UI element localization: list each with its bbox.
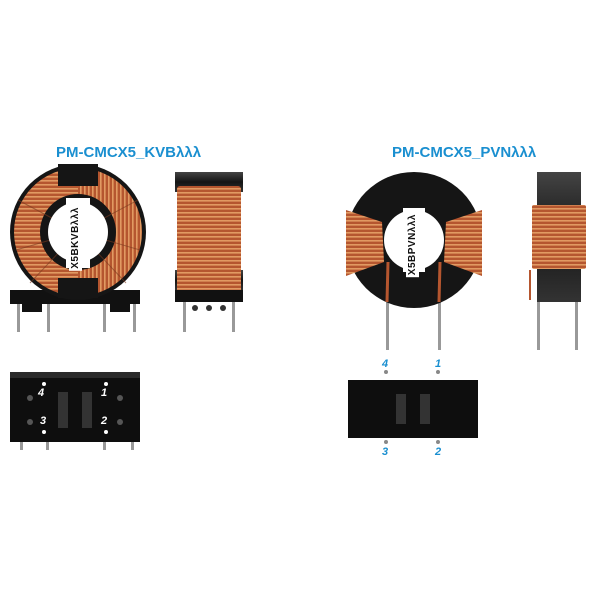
pvn-pin-1: 1 <box>435 358 442 370</box>
kvb-pin-1: 1 <box>101 387 108 399</box>
core-label-pvn: X5BPVNλλλ <box>406 212 419 278</box>
kvb-pin-3: 3 <box>40 415 47 427</box>
product-title-pvn: PM-CMCX5_PVNλλλ <box>392 144 537 161</box>
kvb-pin-2: 2 <box>101 415 108 427</box>
kvb-side-view <box>175 172 243 332</box>
pvn-pin-3: 3 <box>382 446 389 458</box>
core-label-kvb: X5BKVBλλλ <box>69 205 82 271</box>
product-title-kvb: PM-CMCX5_KVBλλλ <box>56 144 202 161</box>
kvb-bottom-view <box>10 372 140 450</box>
pvn-pin-4: 4 <box>382 358 389 370</box>
pvn-pin-2: 2 <box>435 446 442 458</box>
pvn-bottom-view <box>348 370 478 444</box>
kvb-pin-4: 4 <box>38 387 45 399</box>
pvn-side-view <box>529 172 586 350</box>
